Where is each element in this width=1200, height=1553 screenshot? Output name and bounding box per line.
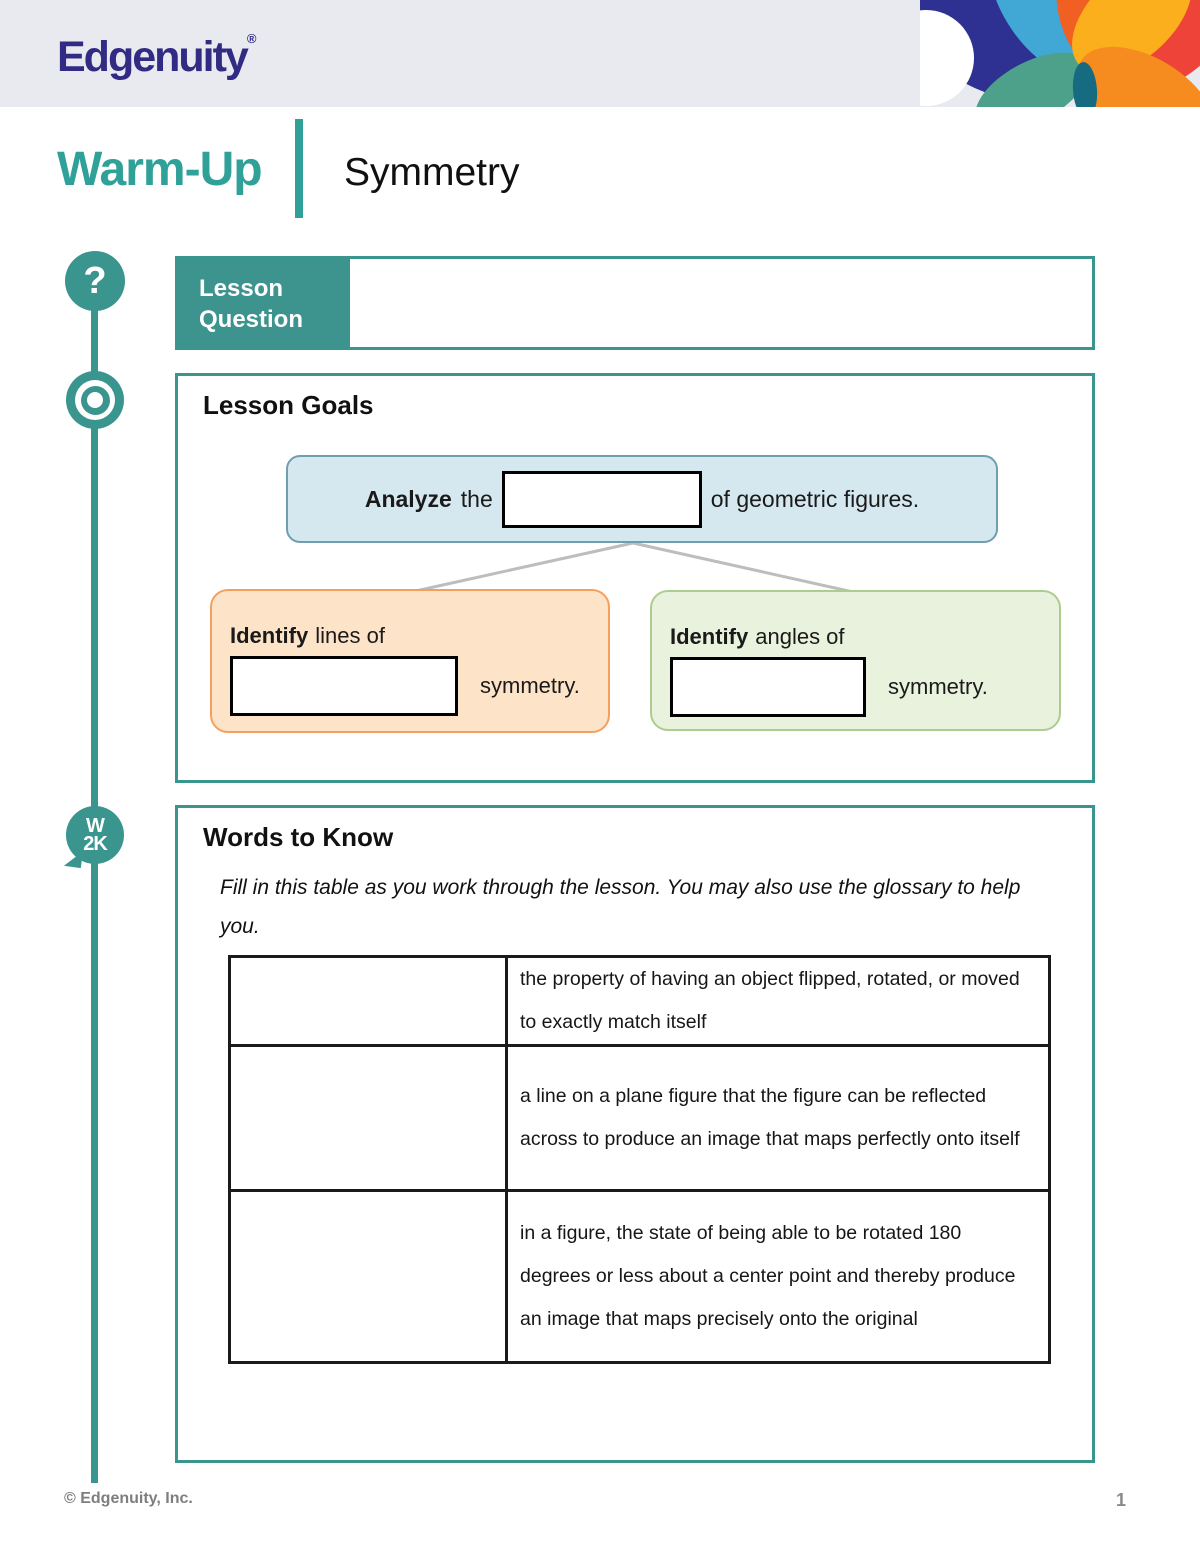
goal-main-verb: Analyze <box>364 485 452 512</box>
lesson-goals-box: Lesson Goals Analyze the of geometric fig… <box>175 373 1095 783</box>
goal-main-pre: the <box>460 485 493 512</box>
term-cell[interactable] <box>228 955 508 1047</box>
goal-lines-post: symmetry. <box>480 673 580 698</box>
term-cell[interactable] <box>228 1044 508 1192</box>
table-row: in a figure, the state of being able to … <box>228 1189 1051 1364</box>
goal-angles-pre: angles of <box>755 624 845 649</box>
header-band: Edgenuity® <box>0 0 1200 107</box>
goal-main-post: of geometric figures. <box>710 485 920 512</box>
lesson-goals-heading: Lesson Goals <box>203 390 374 420</box>
goal-angles-verb: Identify <box>670 624 749 649</box>
definition-cell: in a figure, the state of being able to … <box>505 1189 1051 1364</box>
words-to-know-table: the property of having an object flipped… <box>228 955 1051 1364</box>
page-number: 1 <box>1116 1490 1127 1510</box>
definition-cell: the property of having an object flipped… <box>505 955 1051 1047</box>
brand-logo: Edgenuity® <box>57 31 256 82</box>
term-cell[interactable] <box>228 1189 508 1364</box>
definition-cell: a line on a plane figure that the figure… <box>505 1044 1051 1192</box>
page-title: Warm-Up <box>57 143 263 196</box>
registered-mark: ® <box>246 31 257 46</box>
goal-main-card: Analyze the of geometric figures. <box>286 455 998 543</box>
words-to-know-heading: Words to Know <box>203 822 394 852</box>
brand-name: Edgenuity <box>57 33 249 81</box>
goal-lines-answer-blank[interactable] <box>230 656 458 716</box>
lesson-question-answer-area[interactable] <box>350 259 1092 347</box>
goal-main-answer-blank[interactable] <box>501 470 702 528</box>
goal-angles-post: symmetry. <box>888 674 988 699</box>
table-row: a line on a plane figure that the figure… <box>228 1044 1051 1192</box>
table-row: the property of having an object flipped… <box>228 955 1051 1047</box>
target-icon <box>66 371 124 429</box>
goal-angles-answer-blank[interactable] <box>670 657 866 717</box>
title-divider <box>295 119 303 218</box>
lesson-title: Symmetry <box>344 151 520 194</box>
brand-pinwheel-logo <box>920 0 1200 107</box>
words-to-know-instruction: Fill in this table as you work through t… <box>220 876 1021 938</box>
question-icon: ? <box>65 251 125 311</box>
goal-lines-pre: lines of <box>315 623 385 648</box>
lesson-question-box: Lesson Question <box>175 256 1095 350</box>
words-to-know-box: Words to Know Fill in this table as you … <box>175 805 1095 1463</box>
goal-lines-verb: Identify <box>230 623 309 648</box>
rail-line <box>91 281 98 1483</box>
words-to-know-icon: W 2K <box>66 806 124 864</box>
lesson-question-label: Lesson Question <box>178 259 350 347</box>
copyright-text: © Edgenuity, Inc. <box>64 1490 193 1507</box>
